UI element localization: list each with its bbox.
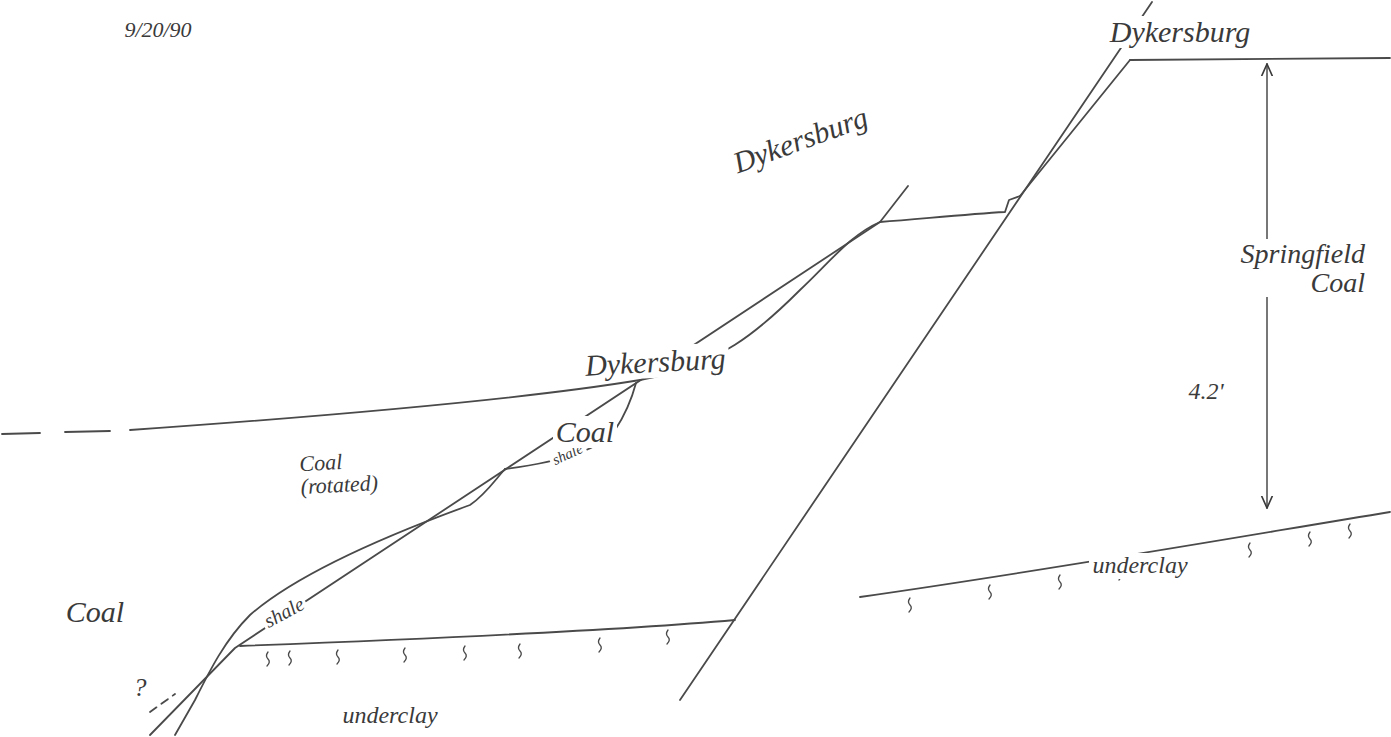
rock-label: Coal (63, 596, 127, 628)
rock-label: Coal (rotated) (296, 446, 424, 499)
underclay-line (860, 512, 1390, 597)
fault-line (150, 186, 908, 735)
thickness-dimension: 4.2' (1185, 379, 1226, 404)
underclay-ticks (267, 524, 1352, 666)
dykersburg-top (1130, 58, 1390, 60)
rock-label: Coal (553, 416, 617, 448)
formation-name: Dykersburg (1107, 16, 1254, 48)
rock-label: underclay (1089, 553, 1190, 578)
seam-name: Springfield Coal (1212, 239, 1368, 298)
uncertain-line (150, 694, 175, 712)
underclay-line (240, 620, 735, 646)
date-note: 9/20/90 (121, 18, 194, 41)
formation-name: Dykersburg (726, 100, 874, 180)
main-fault (680, 2, 1152, 700)
surface-line (1020, 60, 1130, 196)
uncertainty-mark: ? (131, 674, 150, 701)
surface-line (880, 196, 1020, 222)
rock-label: underclay (339, 703, 440, 728)
shale-boundary (175, 469, 505, 735)
surface-dash (2, 431, 110, 434)
rock-label: shale (258, 591, 310, 632)
surface-line (130, 222, 880, 430)
formation-name: Dykersburg (581, 342, 729, 381)
